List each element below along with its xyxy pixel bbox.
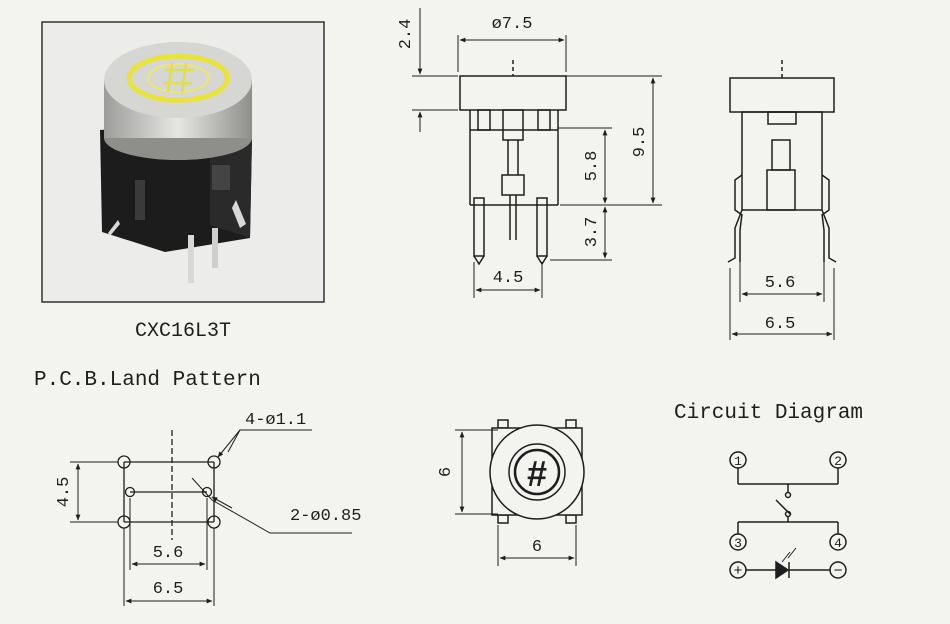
circuit-diagram xyxy=(729,451,847,580)
dim-cap-diameter: ø7.5 xyxy=(492,15,533,34)
circuit-minus: − xyxy=(833,563,842,580)
pcb-dim-vertical: 4.5 xyxy=(55,477,74,508)
side-view-drawing xyxy=(727,60,837,340)
pcb-land-pattern xyxy=(70,429,352,606)
pcb-dim-inner: 5.6 xyxy=(153,544,184,563)
circuit-plus: + xyxy=(733,563,742,580)
top-view-drawing xyxy=(455,419,585,566)
product-photo xyxy=(41,21,325,303)
dim-pin-length: 3.7 xyxy=(583,217,602,248)
circuit-pin-2: 2 xyxy=(834,454,842,469)
pcb-dim-small-holes: 2-ø0.85 xyxy=(290,507,361,526)
side-dim-outer: 6.5 xyxy=(765,315,796,334)
circuit-pin-4: 4 xyxy=(834,536,842,551)
circuit-pin-1: 1 xyxy=(734,454,742,469)
side-dim-inner: 5.6 xyxy=(765,274,796,293)
front-view-drawing xyxy=(412,8,662,298)
product-model-label: CXC16L3T xyxy=(135,320,231,343)
top-dim-width: 6 xyxy=(532,538,542,557)
dim-total-height: 9.5 xyxy=(631,127,650,158)
dim-pin-spacing: 4.5 xyxy=(493,269,524,288)
dim-body-height: 5.8 xyxy=(583,151,602,182)
dim-cap-height: 2.4 xyxy=(397,19,416,50)
pcb-title: P.C.B.Land Pattern xyxy=(34,369,261,392)
pcb-dim-large-holes: 4-ø1.1 xyxy=(245,411,306,430)
circuit-pin-3: 3 xyxy=(734,536,742,551)
top-dim-height: 6 xyxy=(437,467,456,477)
top-view-symbol: # xyxy=(527,453,547,494)
circuit-title: Circuit Diagram xyxy=(674,402,863,425)
pcb-dim-outer: 6.5 xyxy=(153,580,184,599)
